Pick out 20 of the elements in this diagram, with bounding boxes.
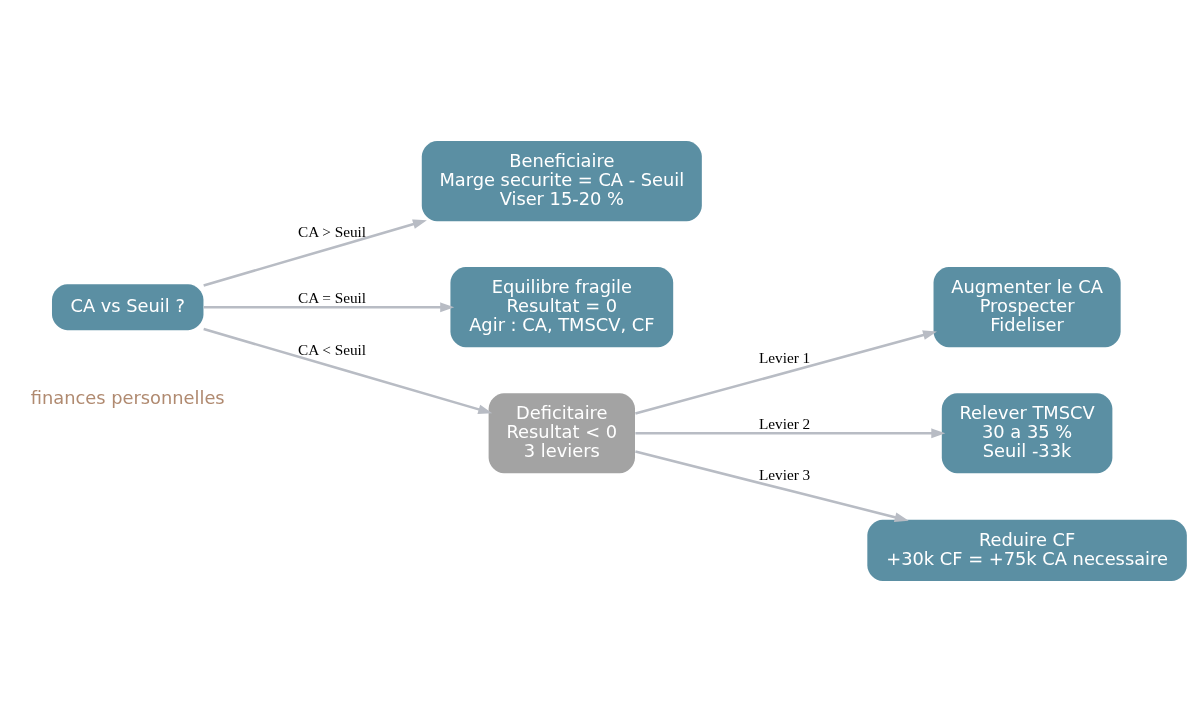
node-box: CA vs Seuil ? xyxy=(52,283,204,330)
arrow xyxy=(203,218,427,287)
node-box: Equilibre fragile Resultat = 0 Agir : CA, TMSCV, CF xyxy=(450,266,674,347)
edge-label: CA < Seuil xyxy=(298,340,367,358)
node-box: Relever TMSCV 30 a 35 % Seuil -33k xyxy=(941,392,1113,473)
edge-label: CA > Seuil xyxy=(298,222,367,240)
node-box: Beneficiaire Marge securite = CA - Seuil Viser 15-20 % xyxy=(421,140,702,221)
node-box: Deficitaire Resultat < 0 3 leviers xyxy=(488,392,635,473)
arrow xyxy=(203,327,493,414)
node-box: Augmenter le CA Prospecter Fideliser xyxy=(933,266,1121,347)
edge-label: Levier 3 xyxy=(758,465,811,483)
edge-label: Levier 1 xyxy=(758,348,811,366)
label: finances personnelles xyxy=(30,386,225,408)
edge-label: CA = Seuil xyxy=(298,288,367,306)
arrow xyxy=(635,449,909,522)
arrow xyxy=(635,427,946,438)
edge-label: Levier 2 xyxy=(758,414,811,432)
arrow xyxy=(635,329,937,415)
arrow xyxy=(203,301,455,312)
node-box: Reduire CF +30k CF = +75k CA necessaire xyxy=(867,519,1187,581)
